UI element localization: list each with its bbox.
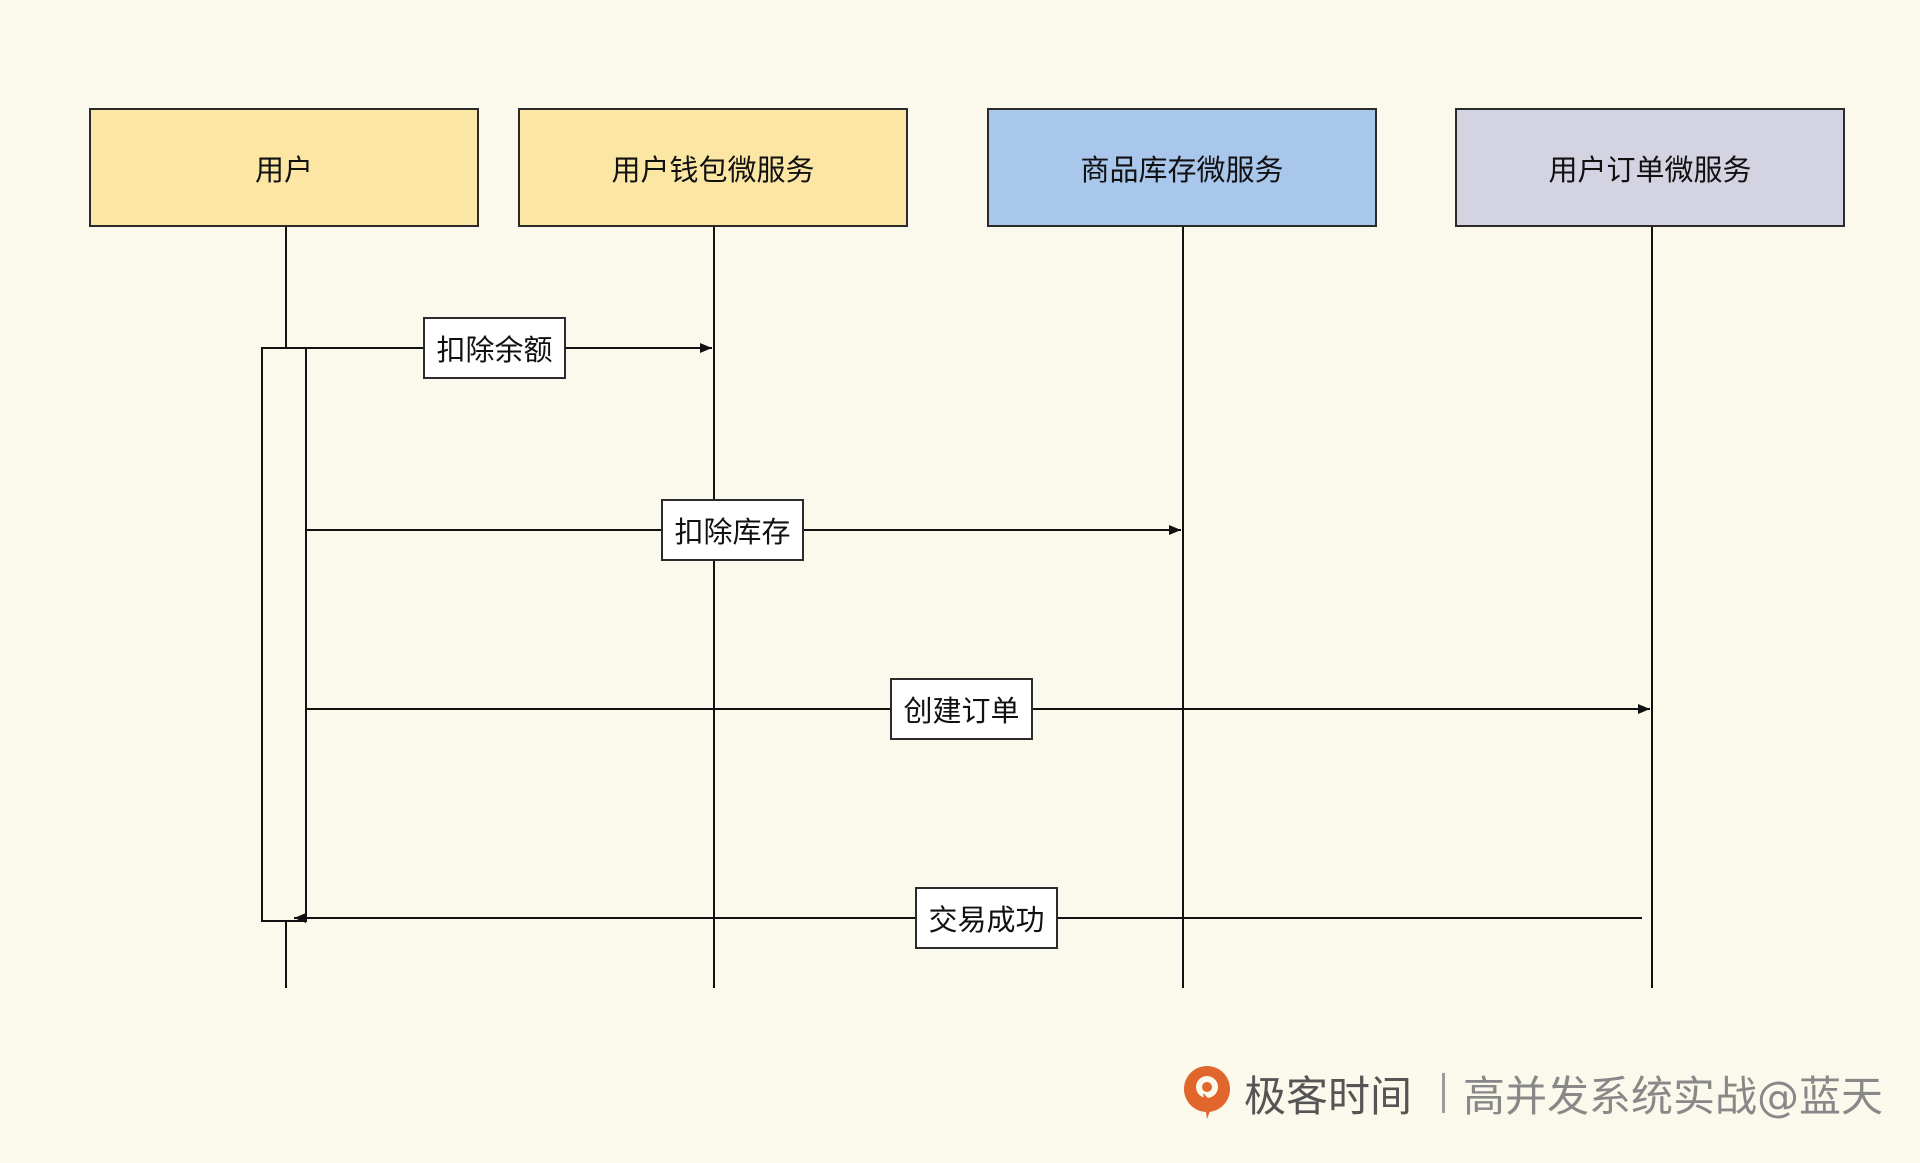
message-label-create-order: 创建订单 [890,678,1033,740]
lane-header-wallet-service: 用户钱包微服务 [518,108,908,227]
lane-label-wallet-service: 用户钱包微服务 [611,152,815,187]
footer-watermark: 极客时间 高并发系统实战@蓝天 [1180,1058,1883,1128]
lane-header-inventory-service: 商品库存微服务 [987,108,1377,227]
lane-header-order-service: 用户订单微服务 [1455,108,1845,227]
lane-label-user: 用户 [254,152,313,187]
brand-name: 极客时间 [1244,1071,1413,1121]
lane-label-order-service: 用户订单微服务 [1548,152,1752,187]
lane-label-inventory-service: 商品库存微服务 [1080,152,1284,187]
geektime-logo-icon [1184,1066,1230,1119]
course-credit: 高并发系统实战@蓝天 [1463,1071,1884,1121]
activation-bar-user [261,347,307,922]
message-label-transaction-success: 交易成功 [915,887,1058,949]
message-label-deduct-balance: 扣除余额 [423,317,566,379]
footer-separator [1442,1073,1446,1113]
lane-header-user: 用户 [89,108,479,227]
message-label-deduct-inventory: 扣除库存 [661,499,804,561]
